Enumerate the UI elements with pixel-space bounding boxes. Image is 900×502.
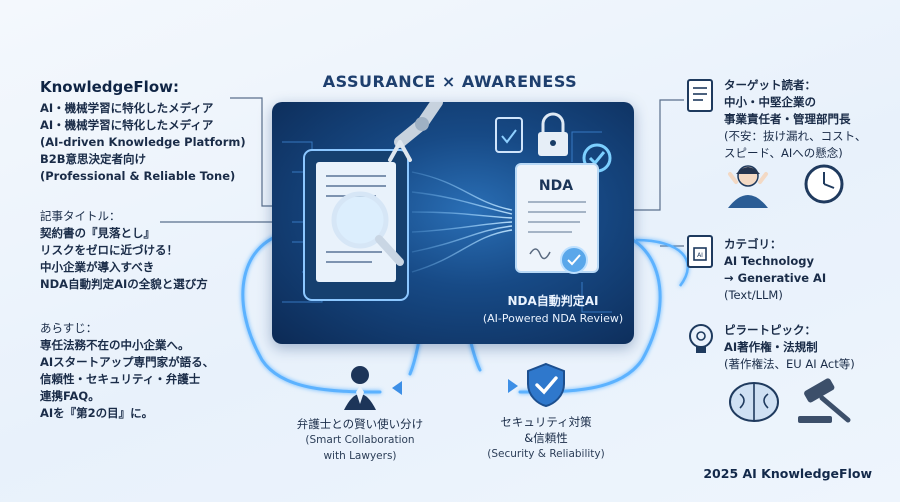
target-line: 事業責任者・管理部門長 xyxy=(724,112,851,126)
security-caption-jp: &信頼性 xyxy=(524,431,568,445)
center-caption: NDA自動判定AI (AI-Powered NDA Review) xyxy=(455,292,651,325)
article-block: 記事タイトル： 契約書の『見落とし』 リスクをゼロに近づける！ 中小企業が導入す… xyxy=(40,208,208,293)
brand-lines: AI・機械学習に特化したメディア AI・機械学習に特化したメディア (AI-dr… xyxy=(40,100,246,185)
synopsis-line: AIを『第2の目』に。 xyxy=(40,406,154,420)
category-line: AI Technology xyxy=(724,254,814,268)
pillar-note: (著作権法、EU AI Act等) xyxy=(724,357,855,371)
target-line: 中小・中堅企業の xyxy=(724,95,816,109)
headline: ASSURANCE × AWARENESS xyxy=(322,72,578,91)
security-caption-jp: セキュリティ対策 xyxy=(500,415,592,429)
article-line: 契約書の『見落とし』 xyxy=(40,226,155,240)
target-label: ターゲット読者： xyxy=(724,78,816,92)
category-block: カテゴリ： AI Technology → Generative AI (Tex… xyxy=(724,236,826,304)
data-streams xyxy=(411,171,513,273)
article-line: NDA自動判定AIの全貌と選び方 xyxy=(40,277,208,291)
target-block: ターゲット読者： 中小・中堅企業の 事業責任者・管理部門長 (不安：抜け漏れ、コ… xyxy=(724,77,866,162)
article-line: リスクをゼロに近づける！ xyxy=(40,243,178,257)
document-icon xyxy=(495,117,523,153)
article-label: 記事タイトル： xyxy=(40,209,121,223)
center-caption-en: (AI-Powered NDA Review) xyxy=(482,312,624,325)
lock-icon xyxy=(538,112,568,156)
category-label: カテゴリ： xyxy=(724,237,782,251)
synopsis-line: AIスタートアップ専門家が語る、 xyxy=(40,355,215,369)
stressed-person-icon xyxy=(728,165,768,208)
shield-check-icon xyxy=(527,362,565,408)
brand-line: AI・機械学習に特化したメディア xyxy=(40,118,214,132)
report-document-icon xyxy=(687,79,713,112)
nda-badge-text: NDA xyxy=(539,178,573,194)
stress-clock-illustration xyxy=(728,164,844,208)
target-note: スピード、AIへの懸念) xyxy=(724,146,843,160)
brand-title: KnowledgeFlow: xyxy=(40,78,179,96)
pillar-line: AI著作権・法規制 xyxy=(724,340,818,354)
lawyer-caption: 弁護士との賢い使い分け (Smart Collaboration with La… xyxy=(270,416,450,464)
pillar-block: ピラートピック： AI著作権・法規制 (著作権法、EU AI Act等) xyxy=(724,322,855,373)
clock-icon xyxy=(804,164,844,204)
brand-line: (AI-driven Knowledge Platform) xyxy=(40,135,246,149)
lawyer-caption-jp: 弁護士との賢い使い分け xyxy=(296,417,424,431)
svg-text:AI: AI xyxy=(697,252,703,259)
lawyer-caption-en: (Smart Collaboration xyxy=(305,434,415,446)
stamp-seal-icon xyxy=(560,246,588,274)
category-note: (Text/LLM) xyxy=(724,288,783,302)
brand-line: AI・機械学習に特化したメディア xyxy=(40,101,214,115)
synopsis-label: あらすじ： xyxy=(40,321,98,335)
magnifier-icon xyxy=(331,191,404,266)
brain-icon xyxy=(729,382,779,422)
article-line: 中小企業が導入すべき xyxy=(40,260,155,274)
category-line: → Generative AI xyxy=(724,271,827,285)
robot-arm-icon xyxy=(388,102,443,162)
brain-gavel-illustration xyxy=(729,378,851,423)
gavel-icon xyxy=(798,378,851,423)
synopsis-block: あらすじ： 専任法務不在の中小企業へ。 AIスタートアップ専門家が語る、 信頼性… xyxy=(40,320,214,422)
pillar-label: ピラートピック： xyxy=(724,323,816,337)
center-panel: NDA xyxy=(272,102,634,344)
synopsis-line: 信頼性・セキュリティ・弁護士 xyxy=(40,372,201,386)
panel-artwork: NDA xyxy=(282,102,612,313)
security-caption: セキュリティ対策 &信頼性 (Security & Reliability) xyxy=(456,414,636,462)
ai-chip-document-icon: AI xyxy=(687,235,713,268)
lightbulb-gear-icon xyxy=(689,324,713,353)
nda-document-icon xyxy=(515,163,599,273)
synopsis-line: 専任法務不在の中小企業へ。 xyxy=(40,338,190,352)
security-caption-en: (Security & Reliability) xyxy=(487,448,605,460)
brand-line: B2B意思決定者向け xyxy=(40,152,147,166)
lawyer-caption-en: with Lawyers) xyxy=(323,450,397,462)
businessman-icon xyxy=(344,366,376,410)
footer-credit: 2025 AI KnowledgeFlow xyxy=(703,466,872,481)
target-note: (不安：抜け漏れ、コスト、 xyxy=(724,129,867,143)
brand-line: (Professional & Reliable Tone) xyxy=(40,169,236,183)
center-caption-jp: NDA自動判定AI xyxy=(507,294,599,308)
synopsis-line: 連携FAQ。 xyxy=(40,389,100,403)
